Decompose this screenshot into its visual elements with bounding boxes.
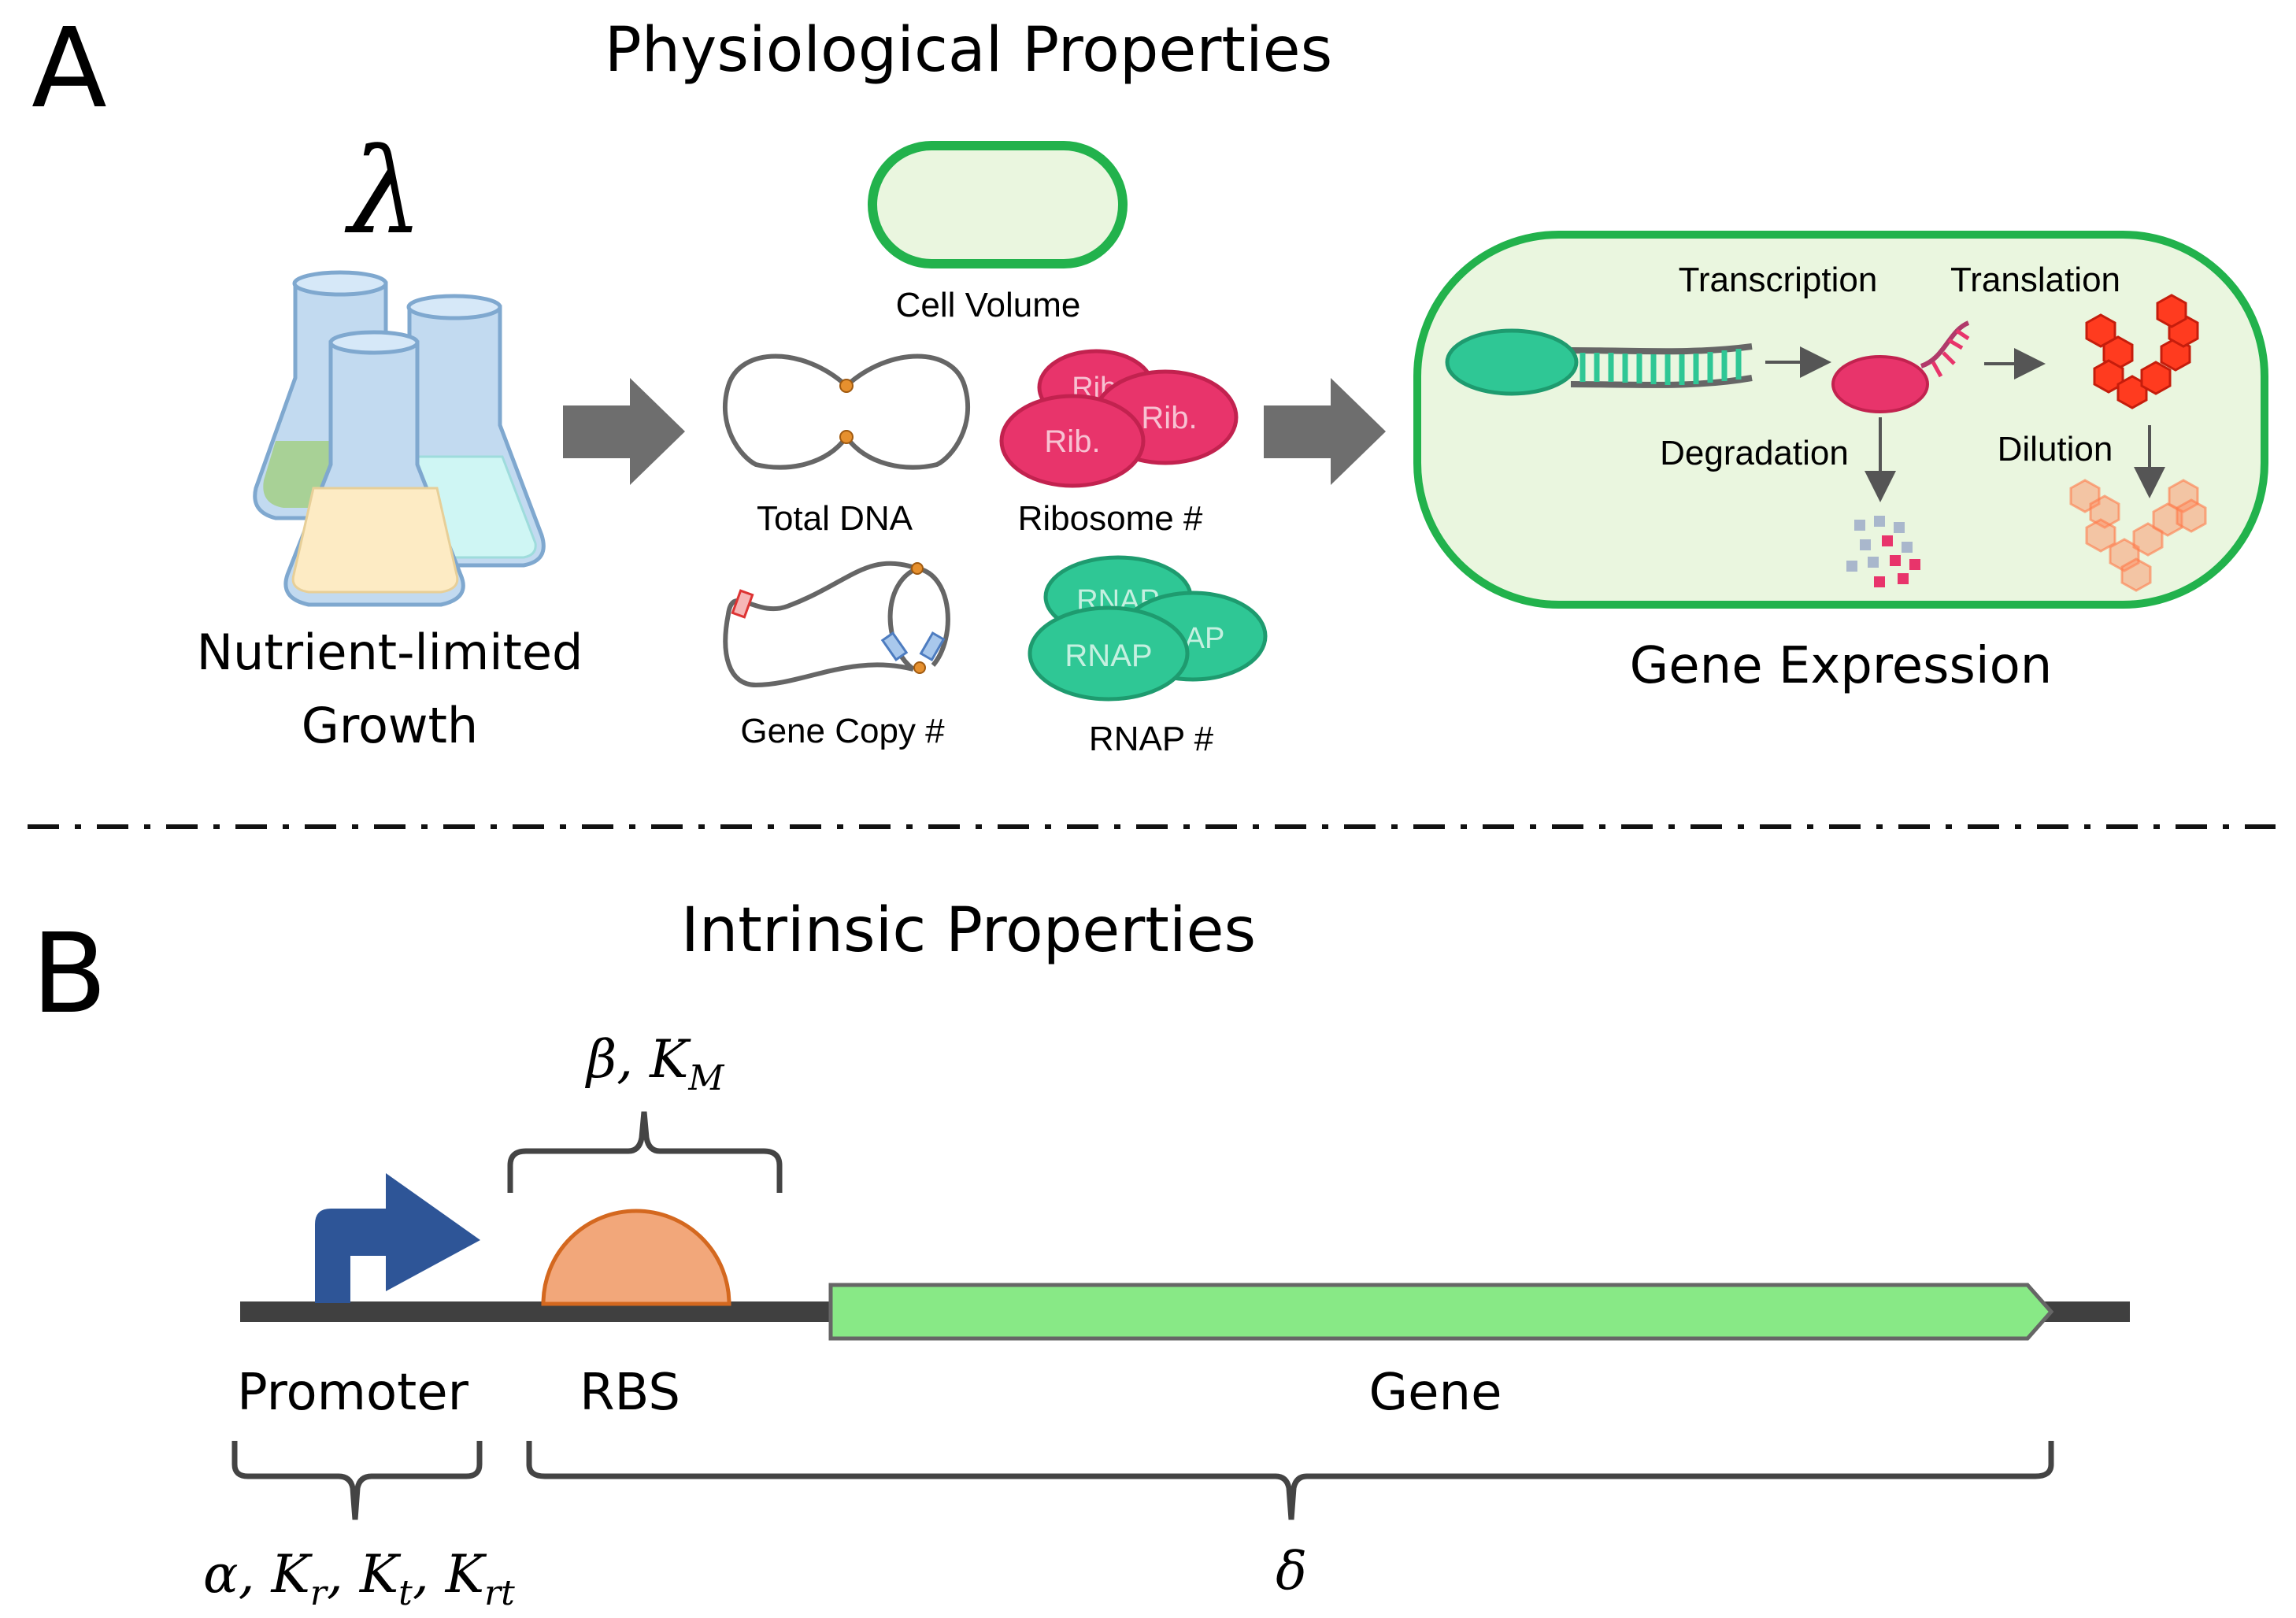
rbs-label: RBS xyxy=(580,1364,680,1422)
promoter-params-sub-rt: rt xyxy=(484,1573,515,1613)
rnap-icon: RNAP AP RNAP xyxy=(1028,555,1268,702)
rbs-brace xyxy=(507,1111,783,1193)
rbs-params-sub: M xyxy=(687,1058,724,1098)
gene-expression-cell xyxy=(1413,231,2268,609)
promoter-brace xyxy=(231,1441,483,1520)
total-dna-icon xyxy=(722,354,971,470)
gene-label: Gene xyxy=(1369,1364,1502,1422)
arrow-growth-to-physiology xyxy=(563,378,685,485)
promoter-label: Promoter xyxy=(237,1364,469,1422)
rnap-count-label: RNAP # xyxy=(1089,720,1214,758)
panel-b-title: Intrinsic Properties xyxy=(681,895,1256,966)
promoter-arrow-icon xyxy=(315,1173,480,1303)
transcription-label: Transcription xyxy=(1679,261,1878,299)
rbs-params-text: β, K xyxy=(584,1029,691,1090)
promoter-params-c: , K xyxy=(413,1544,487,1605)
mrna-ribosome-icon xyxy=(1831,320,1970,413)
ribosome-text-mid: Rib. xyxy=(1141,401,1197,435)
degradation-label: Degradation xyxy=(1660,434,1849,472)
protein-icon xyxy=(2085,294,2199,409)
gene-copy-label: Gene Copy # xyxy=(740,712,945,750)
diluted-protein-icon xyxy=(2069,479,2207,592)
promoter-params-sub-t: t xyxy=(398,1573,413,1613)
panel-b-letter: B xyxy=(31,910,107,1039)
total-dna-label: Total DNA xyxy=(757,499,913,538)
ribosome-text-front: Rib. xyxy=(1044,424,1100,459)
gene-copy-icon xyxy=(723,561,950,688)
growth-label-line2: Growth xyxy=(302,697,478,754)
cell-volume-label: Cell Volume xyxy=(896,286,1081,324)
cell-volume-icon xyxy=(868,141,1128,268)
rnap-text-front: RNAP xyxy=(1065,639,1152,673)
transcription-dna-icon xyxy=(1445,328,1753,396)
panel-a-letter: A xyxy=(31,5,107,133)
panel-a-title: Physiological Properties xyxy=(605,15,1333,86)
promoter-params-b: , K xyxy=(327,1544,402,1605)
translation-label: Translation xyxy=(1950,261,2120,299)
ribosome-icon: Rib. Rib. Rib. xyxy=(999,349,1239,488)
arrow-physiology-to-expression xyxy=(1264,378,1386,485)
promoter-params-sub-r: r xyxy=(310,1573,329,1613)
rbs-params-label: β, KM xyxy=(584,1029,724,1098)
ribosome-count-label: Ribosome # xyxy=(1018,499,1203,538)
degraded-fragments-icon xyxy=(1846,516,1920,587)
growth-label-line1: Nutrient-limited xyxy=(197,624,583,681)
rbs-icon xyxy=(541,1209,731,1306)
gene-brace xyxy=(526,1441,2054,1520)
flask-icon xyxy=(253,270,546,607)
dilution-label: Dilution xyxy=(1998,430,2113,468)
rnap-text-mid: AP xyxy=(1185,622,1225,655)
gene-param-label: δ xyxy=(1276,1541,1307,1601)
promoter-params-label: α, Kr, Kt, Krt xyxy=(203,1544,515,1613)
growth-rate-symbol: λ xyxy=(344,124,423,261)
gene-expression-label: Gene Expression xyxy=(1630,637,2053,695)
gene-arrow-icon xyxy=(828,1283,2054,1341)
svg-text:β, KM: β, KM xyxy=(584,1029,724,1098)
promoter-params-a: α, K xyxy=(203,1544,313,1605)
